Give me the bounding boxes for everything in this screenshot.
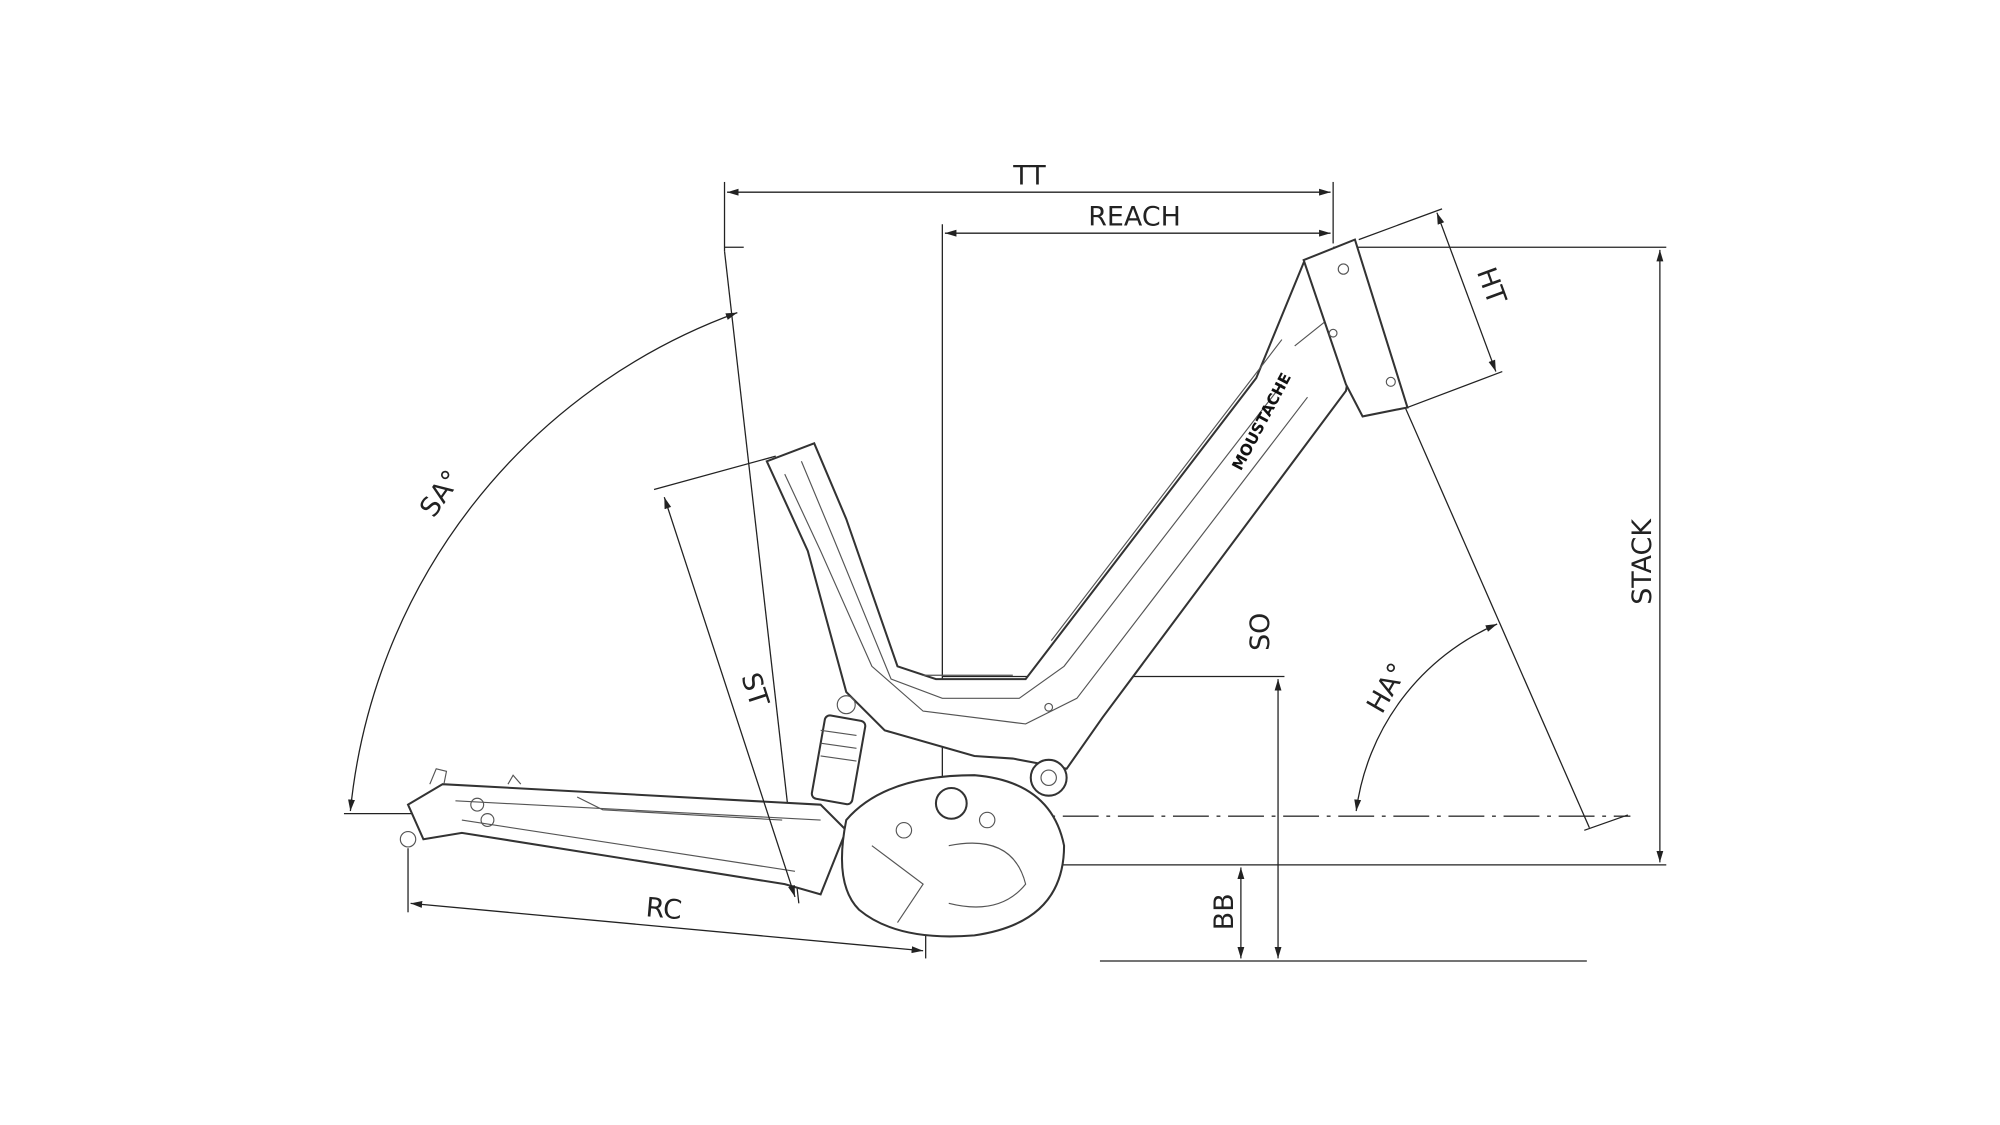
ht-label: HT: [1470, 263, 1512, 309]
bottom-bracket: [934, 786, 968, 820]
sa-label: SA°: [414, 465, 468, 523]
dimension-sa: SA°: [348, 312, 738, 812]
main-pivot: [1029, 758, 1068, 797]
dimension-stack: STACK: [1627, 249, 1664, 863]
reach-label: REACH: [1088, 202, 1181, 233]
bb-label: BB: [1209, 893, 1240, 930]
st-label: ST: [735, 669, 775, 711]
dimension-rc: RC: [410, 892, 924, 954]
so-label: SO: [1245, 613, 1276, 651]
dimension-tt: TT: [727, 161, 1331, 196]
stack-label: STACK: [1627, 518, 1658, 605]
dimension-ha: HA°: [1354, 623, 1498, 812]
rc-label: RC: [644, 892, 683, 926]
ha-label: HA°: [1361, 658, 1414, 719]
dimension-so: SO: [1245, 613, 1282, 959]
bike-frame: MOUSTACHE: [399, 238, 1409, 938]
chainstay: [406, 783, 848, 896]
steering-ground-mark: [1584, 814, 1629, 831]
tt-label: TT: [1012, 161, 1046, 192]
st-ext-top: [653, 455, 776, 491]
head-tube: [1302, 238, 1409, 418]
dimension-reach: REACH: [944, 202, 1331, 237]
rear-shock: [810, 714, 867, 806]
main-frame: [765, 241, 1360, 770]
dimension-bb: BB: [1209, 867, 1245, 959]
